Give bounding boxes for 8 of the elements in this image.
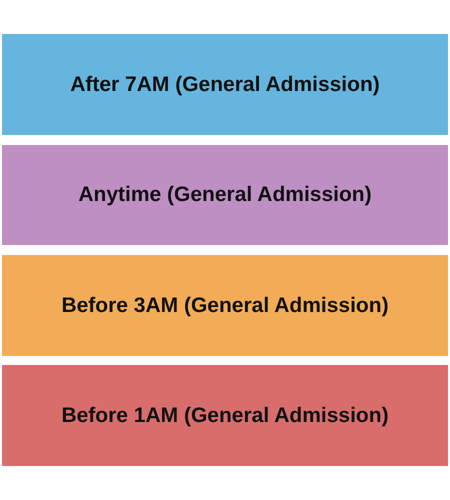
section-label: Before 3AM (General Admission) [61, 294, 389, 318]
section-label: After 7AM (General Admission) [70, 72, 380, 96]
seating-section [2, 365, 448, 466]
seating-section [2, 34, 448, 135]
section-label: Anytime (General Admission) [78, 183, 372, 207]
seating-section [2, 145, 448, 245]
seating-section [2, 255, 448, 356]
section-label: Before 1AM (General Admission) [61, 404, 389, 428]
